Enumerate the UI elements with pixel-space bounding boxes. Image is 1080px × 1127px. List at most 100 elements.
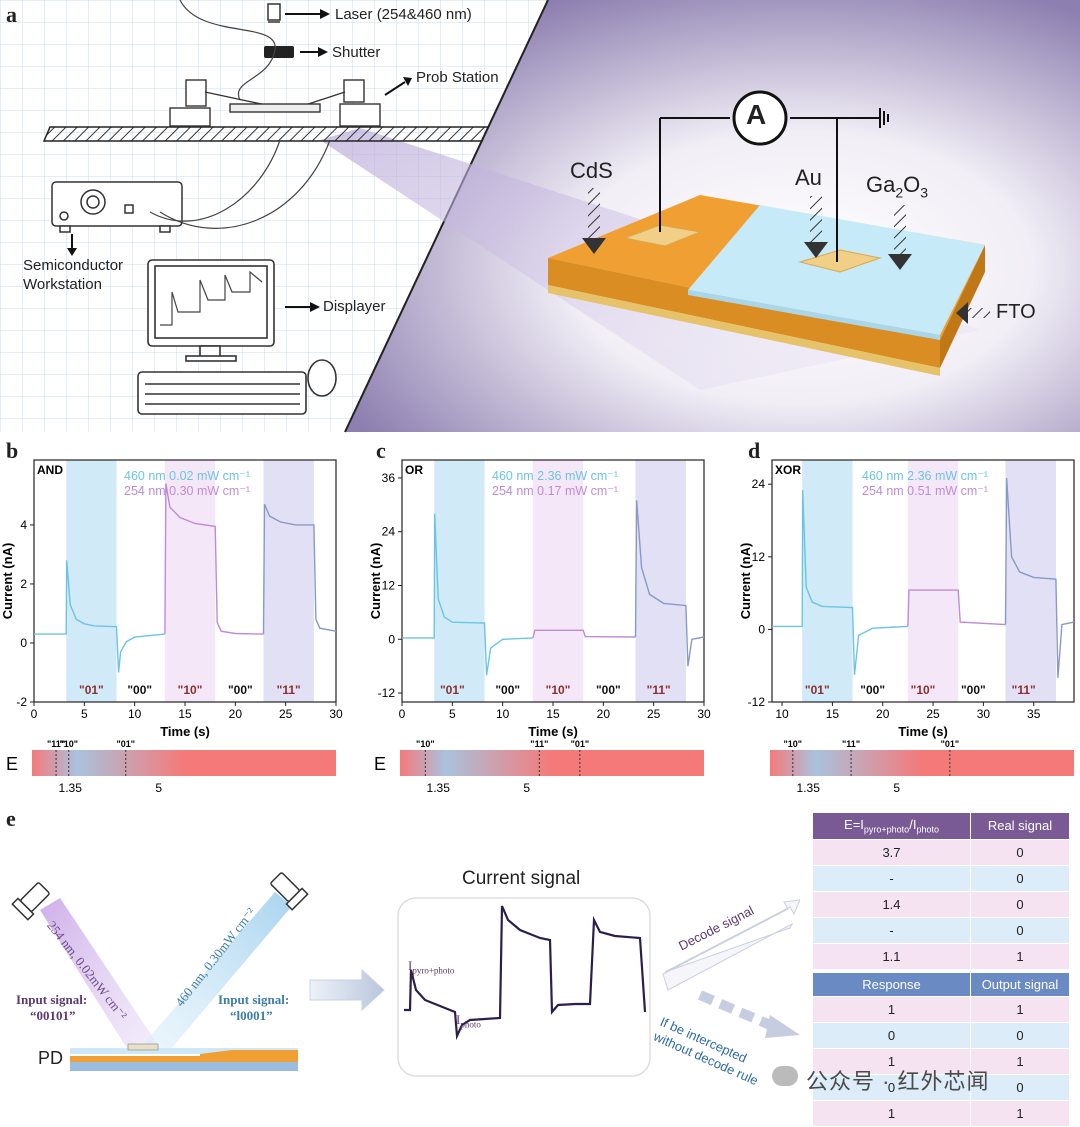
e-marker-label: "11" [47,739,65,749]
series-line [164,483,264,635]
legend-254nm: 254 nm 0.51 mW cm⁻¹ [862,484,988,498]
legend-254nm: 254 nm 0.30 mW cm⁻¹ [124,484,250,498]
plot-frame [771,459,1075,703]
header-response: Response [812,972,971,997]
flashlight-right-icon [270,872,309,911]
e-tick-label: 5 [155,781,162,795]
e-marker-label: "10" [784,739,803,749]
state-label: "01" [440,683,465,697]
e-tick-label: 1.35 [797,781,821,795]
x-tick-label: 10 [775,707,789,721]
header-real-signal: Real signal [970,812,1070,840]
panel-a-illustration [0,0,1080,433]
y-tick-label: -12 [378,686,396,700]
x-tick-label: 10 [496,707,510,721]
input-right-value: “l0001” [230,1008,273,1023]
device-illustration [548,90,990,376]
workstation-label-1: Semiconductor [23,257,124,274]
e-tick-label: 5 [893,781,900,795]
x-tick-label: 5 [449,707,456,721]
state-label: "00" [596,683,621,697]
workstation-icon [51,181,183,233]
ammeter-label: A [746,99,767,130]
e-tick-label: 1.35 [59,781,83,795]
x-tick-label: 15 [546,707,560,721]
x-tick-label: 35 [1027,707,1041,721]
series-line [772,490,908,675]
y-axis-label: Current (nA) [0,543,15,620]
y-tick-label: 12 [752,550,766,564]
e-tick-label: 1.35 [427,781,451,795]
laser-label: Laser (254&460 nm) [335,6,472,23]
fto-label: FTO [996,301,1036,323]
y-tick-label: 0 [758,622,765,636]
light-band [635,460,686,702]
e-marker-label: "10" [59,739,78,749]
x-tick-label: 5 [81,707,88,721]
e-marker-label: "01" [571,739,590,749]
x-tick-label: 30 [977,707,991,721]
state-label: "00" [127,683,152,697]
legend-460nm: 460 nm 0.02 mW cm⁻¹ [124,469,250,483]
ga2o3-label: Ga2O3 [866,172,929,201]
state-label: "11" [647,683,671,697]
state-label: "00" [495,683,520,697]
x-tick-label: 20 [229,707,243,721]
series-line [634,500,705,667]
e-scale-bar [400,750,704,776]
legend-460nm: 460 nm 2.36 mW cm⁻¹ [862,469,988,483]
state-label: "11" [277,683,301,697]
series-line [402,513,533,676]
x-tick-label: 15 [178,707,192,721]
panel-letter-c: c [376,438,386,463]
y-tick-label: 12 [382,578,396,592]
panel-letter-b: b [6,438,19,463]
shutter-label: Shutter [332,44,381,61]
e-marker-label: "01" [941,739,960,749]
y-axis-label: Current (nA) [368,543,383,620]
x-axis-label: Time (s) [160,724,210,739]
y-tick-label: 0 [20,636,27,650]
x-tick-label: 25 [647,707,661,721]
laser-icon [267,3,281,21]
shutter-icon [264,46,294,58]
legend-460nm: 460 nm 2.36 mW cm⁻¹ [492,469,618,483]
x-tick-label: 20 [597,707,611,721]
state-label: "01" [805,683,830,697]
panel-letter-d: d [748,438,761,463]
table-row: -0 [812,916,1070,944]
x-tick-label: 0 [399,707,406,721]
legend-254nm: 254 nm 0.17 mW cm⁻¹ [492,484,618,498]
x-axis-label: Time (s) [528,724,578,739]
header-output-signal: Output signal [970,972,1070,997]
e-tick-label: 5 [523,781,530,795]
e-scale-bar [32,750,336,776]
gate-label: AND [37,463,63,477]
input-right-title: Input signal: [218,992,290,1007]
light-band [1005,460,1056,702]
x-tick-label: 30 [329,707,343,721]
state-label: "00" [228,683,253,697]
y-axis-label: Current (nA) [738,543,753,620]
series-line [34,560,165,673]
x-tick-label: 30 [697,707,711,721]
y-tick-label: 4 [20,518,27,532]
state-label: "11" [1012,683,1036,697]
state-label: "10" [178,683,203,697]
pd-label: PD [38,1048,64,1068]
series-line [907,589,1006,627]
displayer-label: Displayer [323,298,386,315]
x-tick-label: 25 [279,707,293,721]
e-marker-label: "11" [530,739,548,749]
panel-e-illustration [11,872,800,1077]
probe-station-icon [169,79,381,127]
